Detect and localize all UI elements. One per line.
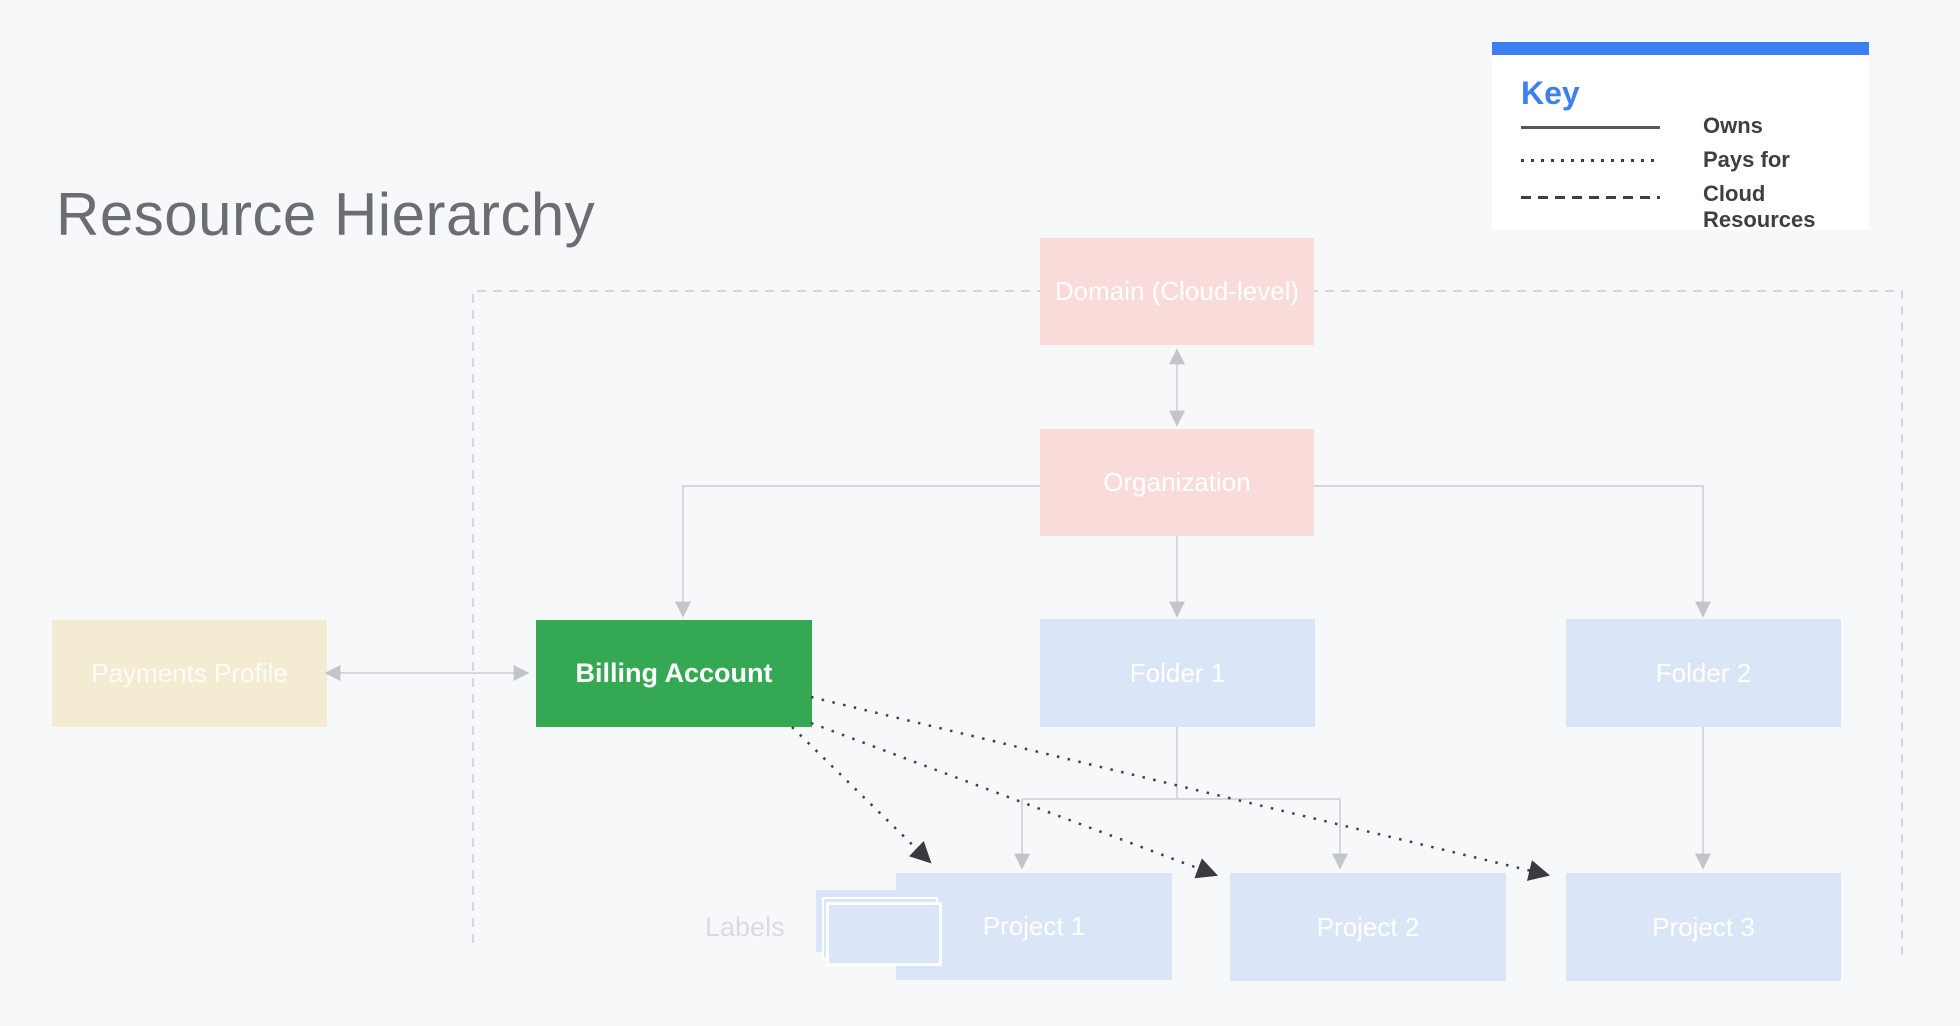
node-billing-account: Billing Account: [536, 620, 812, 727]
page-title: Resource Hierarchy: [56, 181, 596, 248]
paysfor-arrow-billing-project2: [810, 721, 1218, 879]
key-sample-solid-line: [1521, 126, 1660, 129]
paysfor-arrow-billing-project1: [791, 726, 932, 864]
node-project-3: Project 3: [1566, 873, 1841, 981]
key-heading: Key: [1521, 75, 1580, 111]
node-folder-2-label: Folder 2: [1655, 657, 1752, 688]
node-domain: Domain (Cloud-level): [1040, 238, 1314, 345]
label-card-front: [826, 902, 942, 966]
node-project-2: Project 2: [1230, 873, 1506, 981]
node-project-1: Project 1: [896, 873, 1172, 980]
node-folder-1: Folder 1: [1040, 619, 1315, 727]
node-project-3-label: Project 3: [1652, 911, 1755, 942]
node-domain-label: Domain (Cloud-level): [1054, 276, 1300, 306]
node-project-2-label: Project 2: [1316, 911, 1420, 942]
node-billing-account-label: Billing Account: [575, 658, 773, 688]
node-organization-label: Organization: [1103, 467, 1251, 497]
node-organization: Organization: [1040, 429, 1314, 536]
key-sample-dotted-line: [1521, 159, 1660, 162]
key-sample-dashed-line: [1521, 196, 1660, 199]
labels-stack-icon: [816, 890, 946, 968]
owns-arrow-organization-billing: [675, 485, 1040, 618]
node-payments-profile-label: Payments Profile: [91, 658, 288, 688]
key-label-cloud-resources: Cloud Resources: [1703, 181, 1816, 232]
node-folder-1-label: Folder 1: [1129, 657, 1226, 688]
node-project-1-label: Project 1: [982, 911, 1086, 941]
owns-arrow-organization-folder2: [1314, 485, 1711, 618]
node-folder-2: Folder 2: [1566, 619, 1841, 727]
key-card: Key Owns Pays for Cloud Resources: [1492, 55, 1869, 232]
node-payments-profile: Payments Profile: [52, 620, 327, 727]
key-label-pays-for: Pays for: [1703, 147, 1790, 172]
labels-caption: Labels: [705, 912, 785, 942]
key-accent-bar: [1492, 42, 1869, 55]
owns-split-folder1: [1022, 727, 1340, 800]
key-label-owns: Owns: [1703, 113, 1763, 138]
